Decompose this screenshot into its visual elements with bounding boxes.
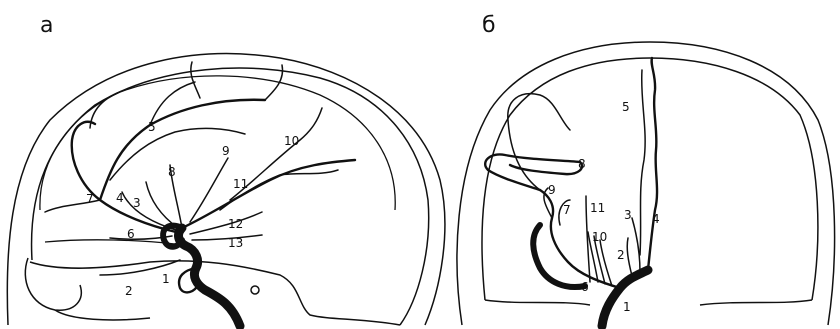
panel-b-branch-3 xyxy=(632,218,640,272)
panel-a-callout-8: 8 xyxy=(168,165,176,179)
panel-b-callout-1: 1 xyxy=(623,300,631,314)
panel-b-label: б xyxy=(482,13,496,38)
panel-a-callout-13: 13 xyxy=(228,236,243,250)
panel-a-orbit xyxy=(25,258,81,310)
panel-b-skull-outer xyxy=(457,42,835,325)
panel-a-callout-2: 2 xyxy=(125,284,133,298)
panel-b-upper-branch xyxy=(508,94,570,190)
panel-a-sylvian-line xyxy=(45,240,175,244)
panel-a-frontopolar xyxy=(90,90,125,128)
panel-a-branch-9 xyxy=(190,158,228,222)
panel-a-callout-3: 3 xyxy=(133,196,141,210)
panel-a-ear-canal xyxy=(251,286,259,294)
panel-a-ascending-2 xyxy=(191,62,200,98)
panel-a-callout-7: 7 xyxy=(86,192,94,206)
panel-a-face xyxy=(55,310,150,320)
panel-b-branch-2 xyxy=(627,238,632,276)
panel-b-skull-base xyxy=(485,300,812,305)
panel-a-callout-11: 11 xyxy=(233,177,248,191)
panel-b-callout-9: 9 xyxy=(548,183,556,197)
panel-b-callout-8: 8 xyxy=(578,157,586,171)
panel-a: а 1 2 xyxy=(7,13,445,326)
panel-a-callosomarginal xyxy=(150,82,195,125)
panel-b-midline-branch xyxy=(640,70,645,255)
panel-b-branch-10c xyxy=(600,240,612,286)
panel-a-callout-6: 6 xyxy=(127,227,135,241)
panel-a-callout-1: 1 xyxy=(162,272,170,286)
panel-a-callout-10: 10 xyxy=(284,134,299,148)
panel-a-branch-12 xyxy=(190,212,262,234)
panel-b-callout-5: 5 xyxy=(622,100,630,114)
panel-a-skull-outer xyxy=(7,54,445,325)
panel-a-brain-outline xyxy=(40,76,395,210)
panel-a-callout-9: 9 xyxy=(222,144,230,158)
panel-b-callout-3: 3 xyxy=(624,208,632,222)
panel-a-callout-5: 5 xyxy=(148,120,156,134)
panel-b-callout-2: 2 xyxy=(617,248,625,262)
panel-a-callout-4: 4 xyxy=(116,191,124,205)
panel-a-callout-12: 12 xyxy=(228,217,243,231)
panel-a-branch-13 xyxy=(192,235,262,240)
panel-b-callout-7: 7 xyxy=(563,203,571,217)
panel-b-lateral-loop xyxy=(533,225,585,287)
panel-b: б 1 2 3 4 5 6 7 8 9 10 11 xyxy=(457,13,835,326)
panel-b-callout-10: 10 xyxy=(592,230,607,244)
panel-b-anterior-cerebral xyxy=(648,58,657,270)
panel-b-callout-11: 11 xyxy=(590,201,605,215)
panel-b-callout-6: 6 xyxy=(581,280,589,294)
panel-b-callout-4: 4 xyxy=(652,212,660,226)
panel-a-label: а xyxy=(40,13,53,38)
